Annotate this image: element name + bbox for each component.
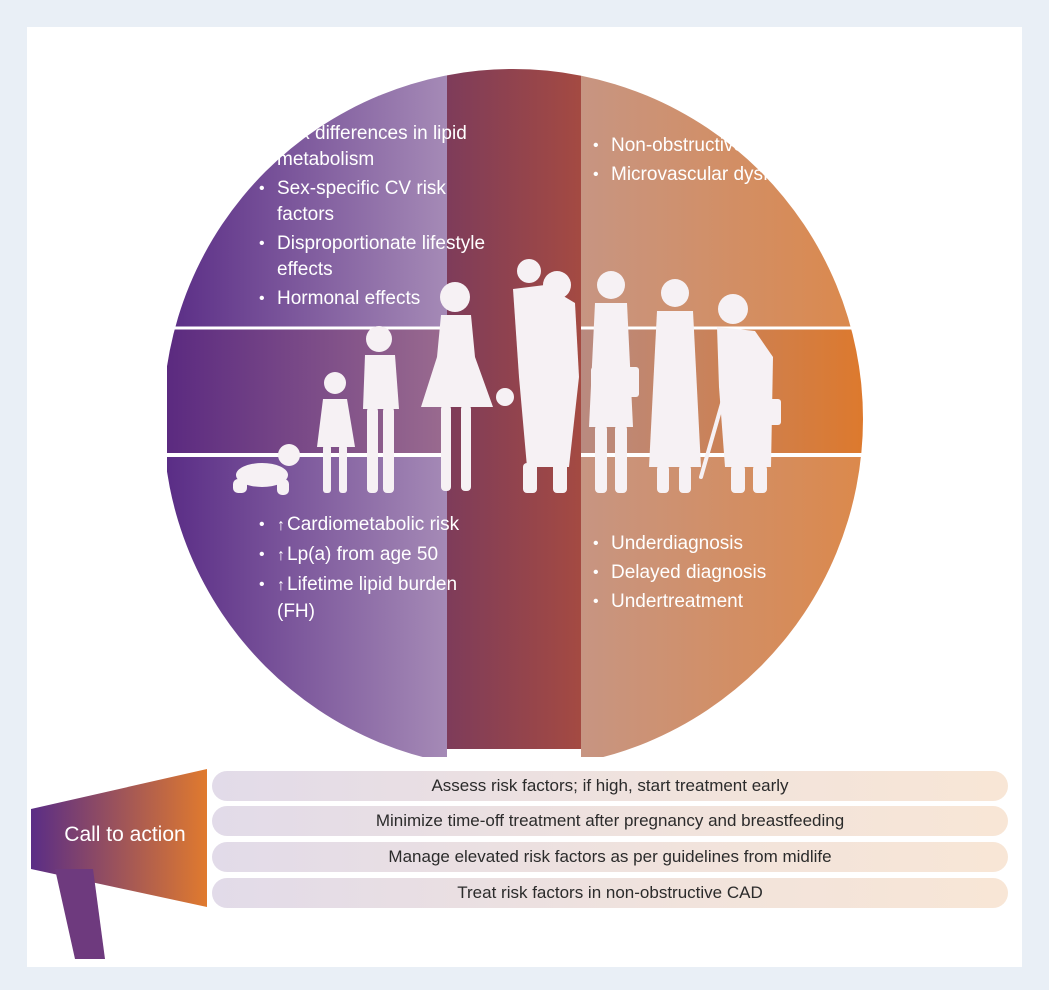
up-arrow-icon: ↑ (277, 547, 285, 564)
list-item-text: Lifetime lipid burden (FH) (277, 574, 458, 622)
older-woman-silhouette (649, 279, 701, 493)
action-bar: Manage elevated risk factors as per guid… (212, 842, 1008, 872)
up-arrow-icon: ↑ (277, 577, 285, 594)
action-bar: Treat risk factors in non-obstructive CA… (212, 878, 1008, 908)
list-item: ↑Lifetime lipid burden (FH) (259, 572, 479, 625)
list-item: ↑Cardiometabolic risk (259, 512, 479, 539)
baby-silhouette (233, 444, 300, 495)
list-item-text: Lp(a) from age 50 (287, 544, 439, 565)
list-item: ↑Lp(a) from age 50 (259, 542, 479, 569)
megaphone-handle (55, 869, 105, 959)
quadrant-bottom-left-list: ↑Cardiometabolic risk ↑Lp(a) from age 50… (259, 512, 479, 628)
action-bar: Minimize time-off treatment after pregna… (212, 806, 1008, 836)
list-item-text: Cardiometabolic risk (287, 514, 460, 535)
quadrant-bottom-right-list: Underdiagnosis Delayed diagnosis Undertr… (593, 531, 813, 618)
child-silhouette (317, 372, 355, 493)
action-bar: Assess risk factors; if high, start trea… (212, 771, 1008, 801)
infographic-card: Sex differences in lipid metabolism Sex-… (27, 27, 1022, 967)
life-stage-silhouettes (233, 259, 781, 495)
call-to-action-label: Call to action (64, 823, 186, 846)
list-item: Non-obstructive CAD (593, 133, 833, 159)
quadrant-top-left-list: Sex differences in lipid metabolism Sex-… (259, 121, 499, 315)
list-item: Undertreatment (593, 589, 813, 615)
list-item: Microvascular dysfunction (593, 162, 833, 188)
list-item: Sex differences in lipid metabolism (259, 121, 499, 173)
list-item: Sex-specific CV risk factors (259, 176, 499, 228)
list-item: Hormonal effects (259, 286, 499, 312)
megaphone (31, 769, 207, 959)
list-item: Underdiagnosis (593, 531, 813, 557)
mother-with-child-silhouette (513, 259, 579, 493)
up-arrow-icon: ↑ (277, 517, 285, 534)
list-item: Delayed diagnosis (593, 560, 813, 586)
middle-band-left (167, 329, 447, 453)
midlife-woman-silhouette (589, 271, 639, 493)
teen-silhouette (363, 326, 399, 493)
elderly-woman-silhouette (699, 294, 781, 493)
quadrant-top-right-list: Non-obstructive CAD Microvascular dysfun… (593, 133, 833, 191)
list-item: Disproportionate lifestyle effects (259, 231, 499, 283)
